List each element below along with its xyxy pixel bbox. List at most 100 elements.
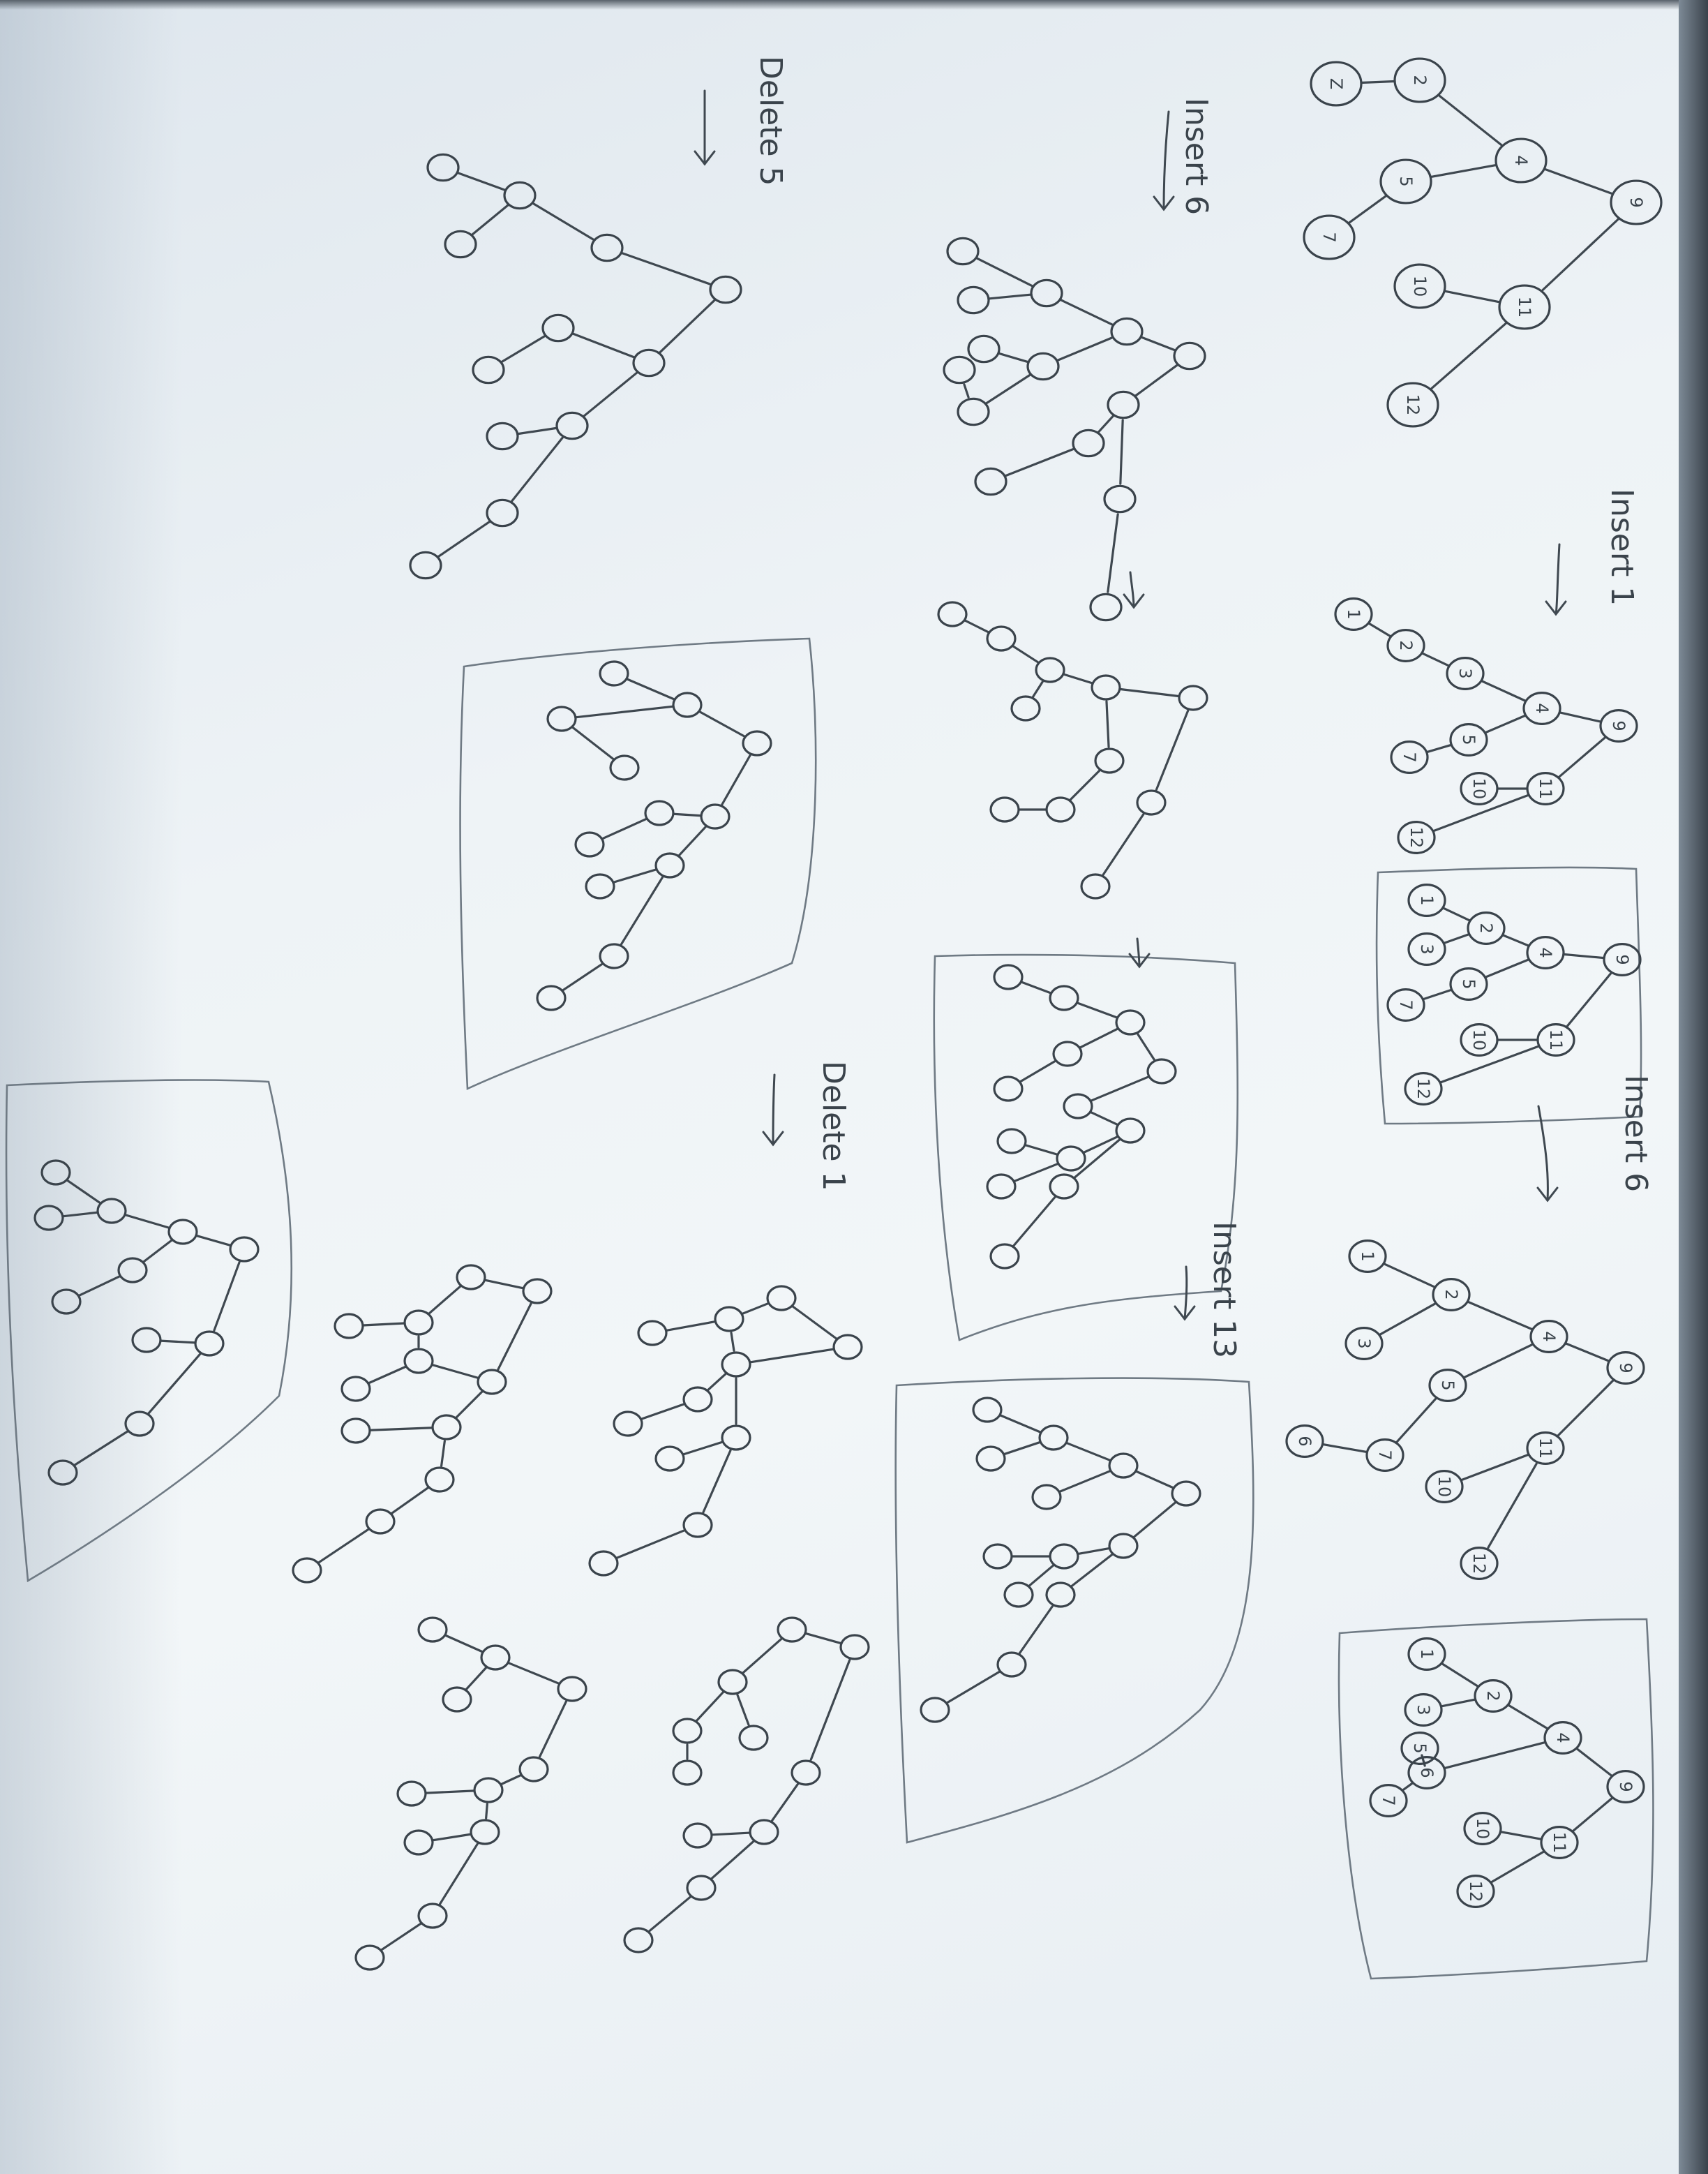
tree-node-circle xyxy=(1543,1721,1582,1755)
tree-edge xyxy=(1421,652,1451,667)
sketch-node xyxy=(989,1243,1020,1270)
tree-node-label: 7 xyxy=(1319,232,1339,242)
tree-edge xyxy=(1490,1850,1545,1884)
tree-node-label: 4 xyxy=(1539,1331,1559,1341)
highlight-box xyxy=(1375,866,1642,1125)
sketch-edge xyxy=(791,1305,838,1340)
sketch-edge xyxy=(620,251,712,286)
sketch-node xyxy=(943,355,976,385)
sketch-edge xyxy=(678,826,707,856)
sketch-edge xyxy=(571,332,636,359)
sketch-edge xyxy=(142,1239,173,1263)
sketch-node xyxy=(470,1819,500,1845)
sketch-node xyxy=(1091,674,1121,701)
sketch-node xyxy=(654,1445,685,1472)
sketch-edge xyxy=(625,678,676,701)
sketch-node xyxy=(996,1651,1027,1678)
sketch-node xyxy=(672,1759,703,1786)
sketch-node xyxy=(396,1780,427,1807)
sketch-edge xyxy=(213,1261,241,1332)
tree-node-label: 11 xyxy=(1546,1029,1566,1051)
sketch-edge xyxy=(1134,364,1178,397)
photo-right-edge xyxy=(1679,0,1708,2174)
sketch-edge xyxy=(571,726,615,761)
sketch-node xyxy=(334,1313,364,1339)
sketch-delete1-a xyxy=(588,1285,863,1577)
sketch-edge xyxy=(390,1486,430,1515)
arrow-head xyxy=(1123,593,1145,609)
tree-node-circle xyxy=(1386,629,1425,662)
sketch-edge xyxy=(659,299,716,354)
tree-node-circle xyxy=(1390,740,1429,774)
tree-node-label: 1 xyxy=(1358,1251,1377,1261)
sketch-node xyxy=(473,1777,504,1803)
sketch-edge xyxy=(1019,1059,1057,1083)
sketch-edge xyxy=(367,1365,407,1385)
sketch-edge xyxy=(665,1320,717,1332)
sketch-node xyxy=(672,1718,703,1744)
tree-edge xyxy=(1543,167,1614,195)
tree-edge xyxy=(1321,1443,1368,1454)
sketch-node xyxy=(47,1459,78,1486)
sketch-edge xyxy=(1028,1564,1055,1587)
sketch-edge xyxy=(1024,1144,1059,1156)
sketch-edge xyxy=(721,754,751,806)
sketch-node xyxy=(791,1759,821,1786)
sketch-node xyxy=(1045,796,1076,823)
sketch-node xyxy=(993,1075,1024,1102)
step-arrow xyxy=(1183,1265,1188,1320)
sketch-edge xyxy=(437,520,491,558)
tree-node-circle xyxy=(1432,1278,1471,1311)
tree-edge xyxy=(1460,1453,1530,1482)
caption-insert-6-right: Insert 6 xyxy=(1618,1075,1654,1192)
sketch-edge xyxy=(987,293,1033,300)
tree-edge xyxy=(1562,953,1605,960)
tree-edge xyxy=(1430,322,1507,389)
sketch-node xyxy=(777,1616,807,1643)
sketch-edge xyxy=(562,962,604,992)
tree-node-label: 1 xyxy=(1344,609,1363,619)
tree-node-circle xyxy=(1407,1637,1446,1671)
sketch-node xyxy=(654,852,685,879)
sketch-edge xyxy=(361,1322,406,1327)
sketch-edge xyxy=(998,1414,1042,1434)
tree-node-label: 12 xyxy=(1469,1553,1489,1574)
sketch-node xyxy=(585,873,615,900)
sketch-node xyxy=(431,1414,462,1440)
sketch-node xyxy=(472,355,505,385)
highlight-box xyxy=(459,637,817,1090)
sketch-insert13-boxed xyxy=(920,1397,1201,1723)
tree-node-label: 9 xyxy=(1626,197,1646,207)
sketch-final-boxed xyxy=(33,1159,260,1486)
sketch-node xyxy=(480,1644,511,1671)
tree-edge xyxy=(1383,1263,1436,1288)
sketch-node xyxy=(1171,1480,1201,1507)
tree-node-label: 9 xyxy=(1609,720,1628,731)
tree-edge xyxy=(1360,80,1396,84)
tree-node-label: 12 xyxy=(1403,394,1423,416)
sketch-node xyxy=(1108,1452,1139,1479)
highlight-box xyxy=(1338,1618,1654,1980)
sketch-node xyxy=(1178,685,1208,711)
sketch-node xyxy=(599,660,629,687)
sketch-edge xyxy=(195,1234,232,1247)
tree-node-circle xyxy=(1526,772,1565,805)
sketch-edge xyxy=(1155,709,1190,791)
tree-edge xyxy=(1443,290,1501,304)
sketch-edge xyxy=(742,1637,783,1674)
sketch-node xyxy=(403,1829,434,1856)
sketch-edge xyxy=(500,334,546,364)
sketch-node xyxy=(486,422,519,451)
tree-edge xyxy=(1541,218,1619,291)
tree-node-label: 5 xyxy=(1410,1743,1430,1753)
tree-node-circle xyxy=(1460,772,1499,805)
step-arrow xyxy=(1136,937,1141,968)
sketch-node xyxy=(1049,1173,1079,1200)
sketch-edge xyxy=(516,426,558,435)
sketch-edge xyxy=(1098,415,1114,433)
tree-node-circle xyxy=(1404,1072,1443,1105)
tree-edge xyxy=(1438,94,1503,147)
tree-edge xyxy=(1443,1741,1547,1770)
sketch-edge xyxy=(620,876,664,946)
